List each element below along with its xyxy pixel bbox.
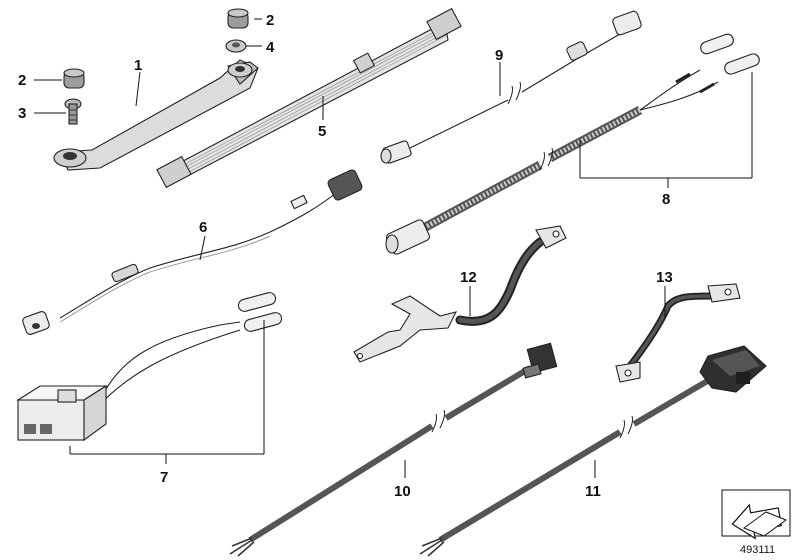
callout-5: 5 <box>318 123 326 140</box>
part-11-cable-large-connector <box>419 345 767 557</box>
part-8-braided-cable <box>385 33 760 255</box>
part-5-ribbon-cable <box>156 7 462 189</box>
part-6-cable-connector <box>22 169 363 335</box>
part-2-cap-left <box>63 68 85 89</box>
lead-lines <box>34 18 753 478</box>
callout-13: 13 <box>656 269 673 286</box>
part-13-ground-cable <box>615 283 741 383</box>
reference-number: 493111 <box>740 544 775 556</box>
part-9-sensor-cable <box>380 10 642 164</box>
part-4-nut <box>225 39 247 53</box>
callout-8: 8 <box>662 191 670 208</box>
callout-11: 11 <box>585 483 601 500</box>
callout-9: 9 <box>495 47 503 64</box>
callout-2-top: 2 <box>266 12 274 29</box>
part-1-ground-strap <box>53 59 259 171</box>
callout-10: 10 <box>394 483 411 500</box>
callout-4: 4 <box>266 39 275 56</box>
callout-6: 6 <box>199 219 207 236</box>
callout-12: 12 <box>460 269 477 286</box>
callout-3: 3 <box>18 105 26 122</box>
callout-1: 1 <box>134 57 142 74</box>
part-7-plug-harness <box>16 292 283 442</box>
part-2-cap-top <box>227 8 249 29</box>
part-3-screw <box>64 98 82 125</box>
part-12-ground-cable-bracket <box>353 225 567 363</box>
callout-labels: 1 2 4 2 3 5 9 8 6 7 12 13 10 11 <box>18 12 673 500</box>
arrow-down-left-icon <box>731 503 788 540</box>
reference-box: 493111 <box>721 489 791 556</box>
callout-7: 7 <box>160 469 168 486</box>
part-10-cable-small-connector <box>229 342 558 557</box>
callout-2-left: 2 <box>18 72 26 89</box>
